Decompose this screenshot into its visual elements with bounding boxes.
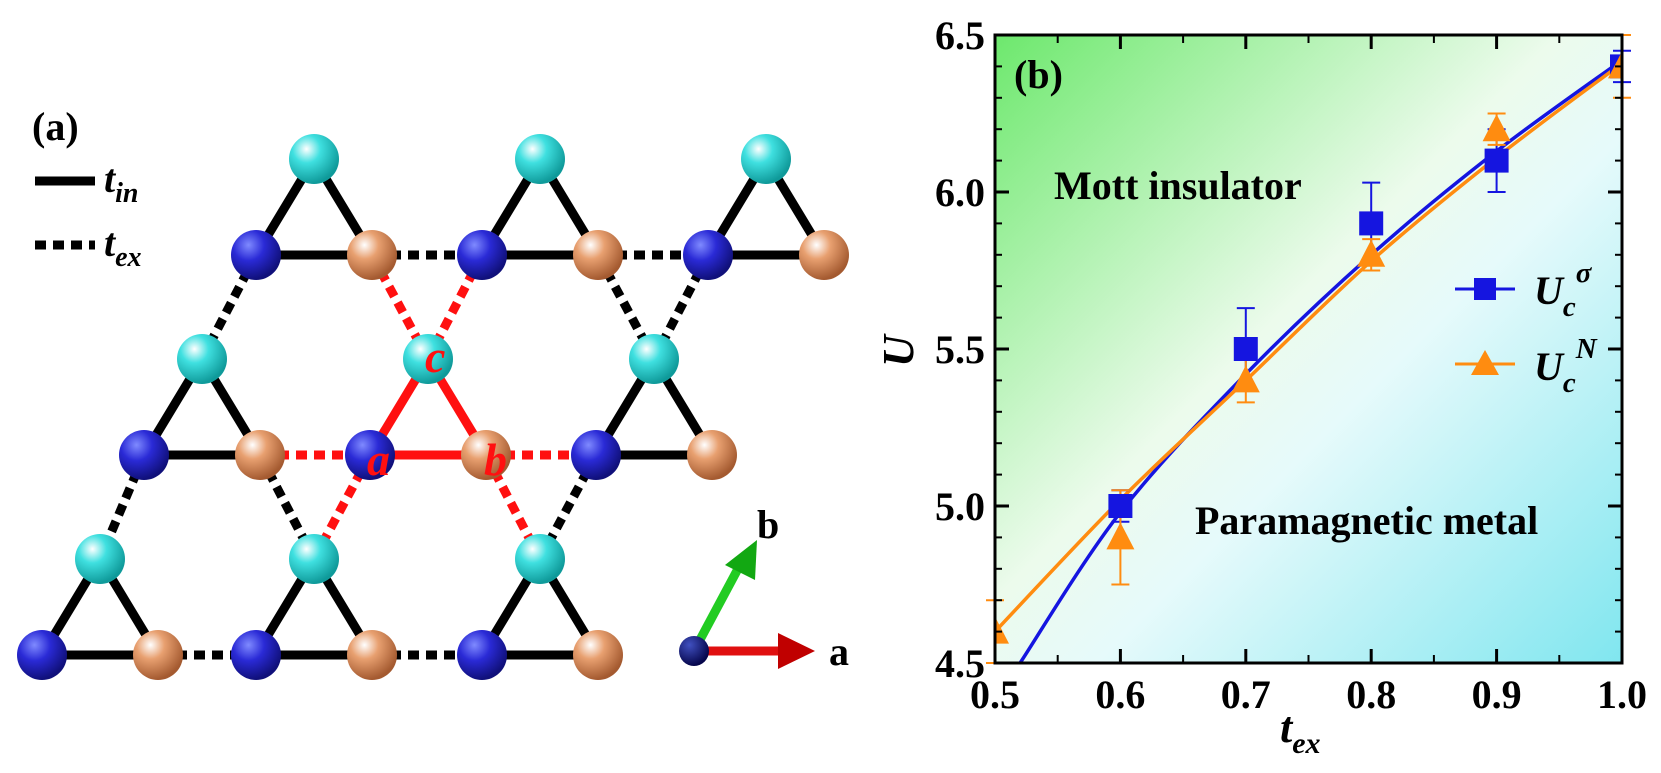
- data-point-triangle: [1106, 522, 1135, 550]
- panel-a-label: (a): [32, 104, 79, 149]
- legend-marker-square: [1474, 278, 1496, 300]
- site-b: [799, 230, 849, 280]
- legend-label-series2: UcN: [1534, 333, 1598, 399]
- y-tick-label: 5.0: [935, 484, 985, 529]
- axis-b-label: b: [757, 502, 779, 547]
- lattice-sites: [17, 134, 849, 680]
- site-a: [17, 630, 67, 680]
- site-label-b: b: [484, 434, 507, 485]
- site-b: [347, 630, 397, 680]
- site-c: [403, 334, 453, 384]
- site-b: [347, 230, 397, 280]
- x-tick-label: 0.8: [1346, 672, 1396, 717]
- chart-legend: Ucσ UcN: [1455, 257, 1598, 399]
- site-b: [573, 630, 623, 680]
- site-a: [571, 430, 621, 480]
- x-tick-label: 0.7: [1221, 672, 1271, 717]
- fit-line-series1: [1018, 58, 1622, 663]
- axis-b-arrow: [690, 562, 744, 654]
- axis-b-arrowhead: [725, 540, 757, 580]
- site-c: [177, 334, 227, 384]
- data-point-square: [1233, 337, 1258, 361]
- site-a: [457, 630, 507, 680]
- site-c: [75, 534, 125, 584]
- axis-ticks: 0.5 0.6 0.7 0.8 0.9 1.0 4.5 5.0 5.5 6.0 6.5: [935, 13, 1647, 717]
- x-tick-label: 1.0: [1597, 672, 1647, 717]
- site-a: [231, 630, 281, 680]
- panel-a-lattice: (a) tin tex a b c a b: [17, 104, 849, 680]
- site-c: [289, 534, 339, 584]
- y-tick-label: 5.5: [935, 327, 985, 372]
- site-b: [133, 630, 183, 680]
- y-axis-title: U: [874, 333, 923, 367]
- site-c: [289, 134, 339, 184]
- data-point-triangle: [1482, 114, 1511, 142]
- data-point-triangle: [995, 616, 1009, 644]
- axis-a-arrowhead: [778, 633, 815, 669]
- site-a: [231, 230, 281, 280]
- axis-origin: [679, 636, 709, 666]
- x-tick-label: 0.9: [1472, 672, 1522, 717]
- panel-a-legend: tin tex: [35, 156, 142, 273]
- site-label-c: c: [425, 331, 445, 382]
- y-tick-label: 6.5: [935, 13, 985, 58]
- legend-tex-label: tex: [104, 220, 142, 273]
- region-label-insulator: Mott insulator: [1054, 163, 1302, 208]
- site-c: [515, 134, 565, 184]
- data-point-triangle: [1357, 239, 1386, 267]
- site-b: [573, 230, 623, 280]
- site-a: [119, 430, 169, 480]
- site-a: [345, 430, 395, 480]
- site-c: [515, 534, 565, 584]
- legend-tin-label: tin: [104, 156, 138, 209]
- site-label-a: a: [367, 434, 390, 485]
- panel-b-label: (b): [1014, 52, 1063, 97]
- panel-b-chart: 0.5 0.6 0.7 0.8 0.9 1.0 4.5 5.0 5.5 6.0 6.5 (b) Mo…: [874, 13, 1647, 760]
- legend-label-series1: Ucσ: [1534, 257, 1593, 323]
- lattice-axes: a b: [679, 502, 849, 674]
- y-tick-label: 6.0: [935, 170, 985, 215]
- y-tick-label: 4.5: [935, 641, 985, 686]
- site-c: [741, 134, 791, 184]
- site-a: [457, 230, 507, 280]
- data-point-triangle: [1608, 51, 1622, 79]
- legend-marker-triangle: [1471, 350, 1499, 375]
- x-tick-label: 0.6: [1095, 672, 1145, 717]
- data-point-square: [1359, 211, 1384, 236]
- site-b: [687, 430, 737, 480]
- data-point-square: [1108, 494, 1133, 518]
- axis-a-label: a: [829, 629, 849, 674]
- data-point-triangle: [1231, 365, 1260, 393]
- region-label-metal: Paramagnetic metal: [1195, 498, 1538, 543]
- site-b: [235, 430, 285, 480]
- site-a: [683, 230, 733, 280]
- data-point-square: [1484, 148, 1509, 173]
- site-c: [629, 334, 679, 384]
- site-b: [461, 430, 511, 480]
- x-tick-label: 0.5: [970, 672, 1020, 717]
- x-axis-title: tex: [1280, 703, 1321, 760]
